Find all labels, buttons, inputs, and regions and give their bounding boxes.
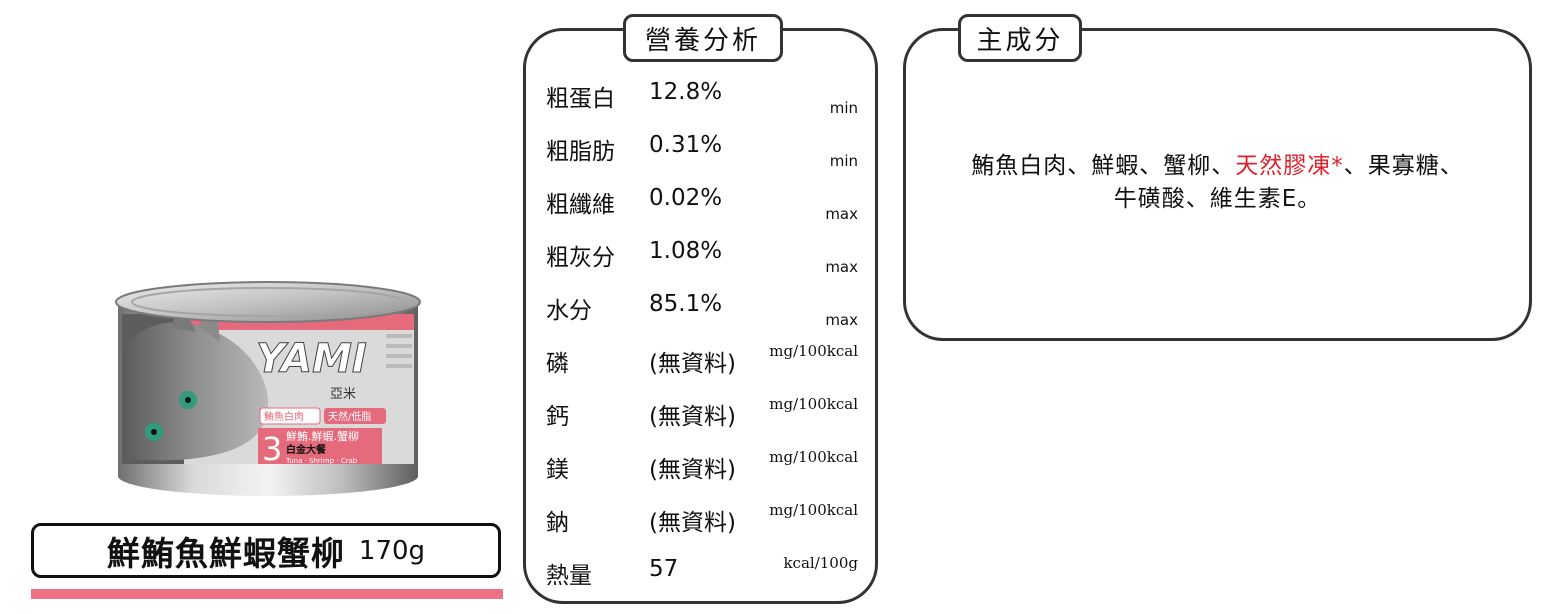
nutrition-label: 熱量 [546,563,592,589]
nutrition-label: 粗脂肪 [546,139,615,165]
product-weight: 170g [358,535,426,566]
nutrition-label: 水分 [546,298,592,324]
ingredients-line-2: 牛磺酸、維生素E。 [1113,186,1322,212]
nutrition-row-ash: 粗灰分 1.08% max [546,236,858,276]
nutrition-row-calories: 熱量 57 kcal/100g [546,554,858,594]
nutrition-label: 鈉 [546,510,569,536]
nutrition-unit: mg/100kcal [769,501,858,519]
nutrition-value: (無資料) [649,404,736,430]
nutrition-value: 12.8% [649,79,723,105]
nutrition-unit: max [825,311,858,329]
nutrition-row-phosphorus: 磷 (無資料) mg/100kcal [546,342,858,382]
nutrition-row-protein: 粗蛋白 12.8% min [546,77,858,117]
can-flavor-en: Tuna · Shrimp · Crab [285,457,358,465]
nutrition-row-fiber: 粗纖維 0.02% max [546,183,858,223]
nutrition-value: (無資料) [649,510,736,536]
nutrition-label: 磷 [546,351,569,377]
ingredients-highlight: 天然膠凍* [1235,153,1344,179]
can-brand-cn-text: 亞米 [330,387,356,402]
ingredients-line-1: 鮪魚白肉、鮮蝦、蟹柳、天然膠凍*、果寡糖、 [930,150,1505,183]
ingredients-title: 主成分 [958,14,1082,62]
nutrition-unit: mg/100kcal [769,395,858,413]
nutrition-value: 0.02% [649,185,723,211]
nutrition-value: 0.31% [649,132,723,158]
nutrition-value: (無資料) [649,457,736,483]
ingredients-panel [903,28,1532,341]
can-brand-text: YAMI [256,336,367,382]
nutrition-row-fat: 粗脂肪 0.31% min [546,130,858,170]
product-name: 鮮鮪魚鮮蝦蟹柳 [106,533,345,573]
product-name-box: 鮮鮪魚鮮蝦蟹柳 170g [31,523,501,578]
can-tag-natural: 天然/低脂 [328,410,371,423]
can-tag-meat: 鮪魚白肉 [264,410,304,423]
nutrition-row-sodium: 鈉 (無資料) mg/100kcal [546,501,858,541]
accent-bar [31,589,503,599]
can-flavor: 鮮鮪.鮮蝦.蟹柳 [286,429,359,443]
nutrition-label: 鈣 [546,404,569,430]
nutrition-row-calcium: 鈣 (無資料) mg/100kcal [546,395,858,435]
can-number: 3 [262,430,282,468]
nutrition-value: 57 [649,556,679,582]
nutrition-label: 粗灰分 [546,245,615,271]
nutrition-unit: min [829,152,858,170]
ingredients-text: 鮪魚白肉、鮮蝦、蟹柳、天然膠凍*、果寡糖、 牛磺酸、維生素E。 [930,150,1505,216]
nutrition-unit: mg/100kcal [769,342,858,360]
nutrition-label: 粗纖維 [546,192,615,218]
nutrition-value: (無資料) [649,351,736,377]
ingredients-part: 、果寡糖、 [1343,153,1464,179]
product-can-image: YAMI 亞米 鮪魚白肉 天然/低脂 3 鮮鮪.鮮蝦.蟹柳 白金大餐 Tuna … [115,281,421,496]
nutrition-row-moisture: 水分 85.1% max [546,289,858,329]
nutrition-value: 1.08% [649,238,723,264]
nutrition-value: 85.1% [649,291,723,317]
nutrition-unit: kcal/100g [783,554,858,572]
nutrition-label: 鎂 [546,457,569,483]
nutrition-unit: mg/100kcal [769,448,858,466]
nutrition-unit: min [829,99,858,117]
can-line: 白金大餐 [286,443,327,456]
ingredients-part: 鮪魚白肉、鮮蝦、蟹柳、 [971,153,1236,179]
nutrition-unit: max [825,258,858,276]
nutrition-unit: max [825,205,858,223]
nutrition-title: 營養分析 [623,14,783,62]
nutrition-row-magnesium: 鎂 (無資料) mg/100kcal [546,448,858,488]
nutrition-label: 粗蛋白 [546,86,615,112]
